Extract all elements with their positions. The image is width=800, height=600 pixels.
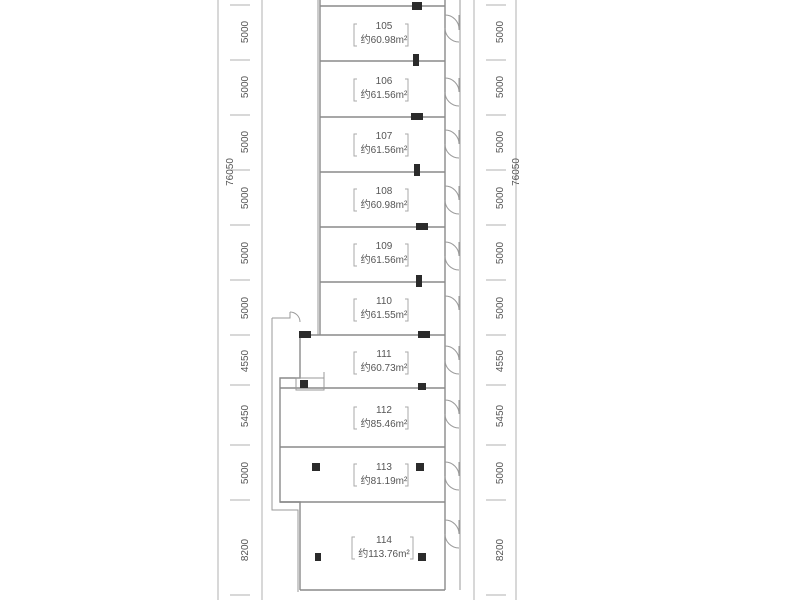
unit-area: 约81.19m² (361, 474, 408, 487)
unit-area: 约113.76m² (358, 547, 410, 560)
unit-label-109: 109 约61.56m² (353, 241, 409, 267)
unit-label-113: 113 约81.19m² (353, 462, 409, 487)
unit-label-106: 106 约61.56m² (353, 76, 409, 102)
unit-area: 约60.98m² (361, 198, 408, 211)
segment-dimension-left: 5000 (240, 20, 251, 43)
unit-number: 106 (376, 76, 393, 87)
unit-area: 约60.73m² (361, 361, 408, 374)
unit-number: 112 (376, 405, 392, 416)
unit-number: 107 (376, 131, 393, 142)
segment-dimension-right: 5000 (495, 130, 506, 153)
segment-dimension-right: 5000 (495, 20, 506, 43)
segment-dimension-right: 8200 (495, 538, 506, 561)
segment-dimension-right: 5000 (495, 75, 506, 98)
segment-dimension-left: 4550 (240, 349, 251, 372)
unit-number: 113 (376, 462, 392, 473)
segment-dimension-left: 5000 (240, 75, 251, 98)
segment-dimension-left: 5000 (240, 296, 251, 319)
total-dimension-left: 76050 (225, 158, 236, 186)
unit-area: 约61.56m² (361, 88, 408, 101)
unit-number: 111 (376, 349, 392, 360)
unit-label-108: 108 约60.98m² (353, 186, 409, 212)
unit-number: 105 (376, 21, 393, 32)
segment-dimension-left: 5000 (240, 461, 251, 484)
door-swings (444, 14, 460, 549)
unit-area: 约61.56m² (361, 253, 408, 266)
unit-area: 约61.55m² (361, 308, 408, 321)
segment-dimension-left: 5000 (240, 186, 251, 209)
building-walls (271, 0, 461, 592)
unit-label-105: 105 约60.98m² (353, 21, 409, 47)
dimension-ticks (230, 4, 506, 596)
segment-dimension-left: 8200 (240, 538, 251, 561)
unit-number: 114 (376, 535, 392, 546)
unit-label-107: 107 约61.56m² (353, 131, 409, 157)
segment-dimension-right: 5000 (495, 241, 506, 264)
segment-dimension-right: 5000 (495, 186, 506, 209)
segment-dimension-left: 5000 (240, 130, 251, 153)
segment-dimension-left: 5450 (240, 404, 251, 427)
segment-dimension-right: 5450 (495, 404, 506, 427)
unit-label-110: 110 约61.55m² (353, 296, 409, 322)
unit-area: 约85.46m² (361, 417, 408, 430)
segment-dimension-right: 5000 (495, 296, 506, 319)
unit-area: 约60.98m² (361, 33, 408, 46)
segment-dimension-right: 4550 (495, 349, 506, 372)
segment-dimension-left: 5000 (240, 241, 251, 264)
total-dimension-right: 76050 (511, 158, 522, 186)
structural-columns (299, 2, 430, 561)
unit-number: 108 (376, 186, 393, 197)
unit-label-114: 114 约113.76m² (351, 535, 414, 560)
unit-number: 110 (376, 296, 392, 307)
unit-number: 109 (376, 241, 393, 252)
unit-label-111: 111 约60.73m² (353, 349, 409, 375)
unit-label-112: 112 约85.46m² (353, 405, 409, 430)
segment-dimension-right: 5000 (495, 461, 506, 484)
unit-area: 约61.56m² (361, 143, 408, 156)
